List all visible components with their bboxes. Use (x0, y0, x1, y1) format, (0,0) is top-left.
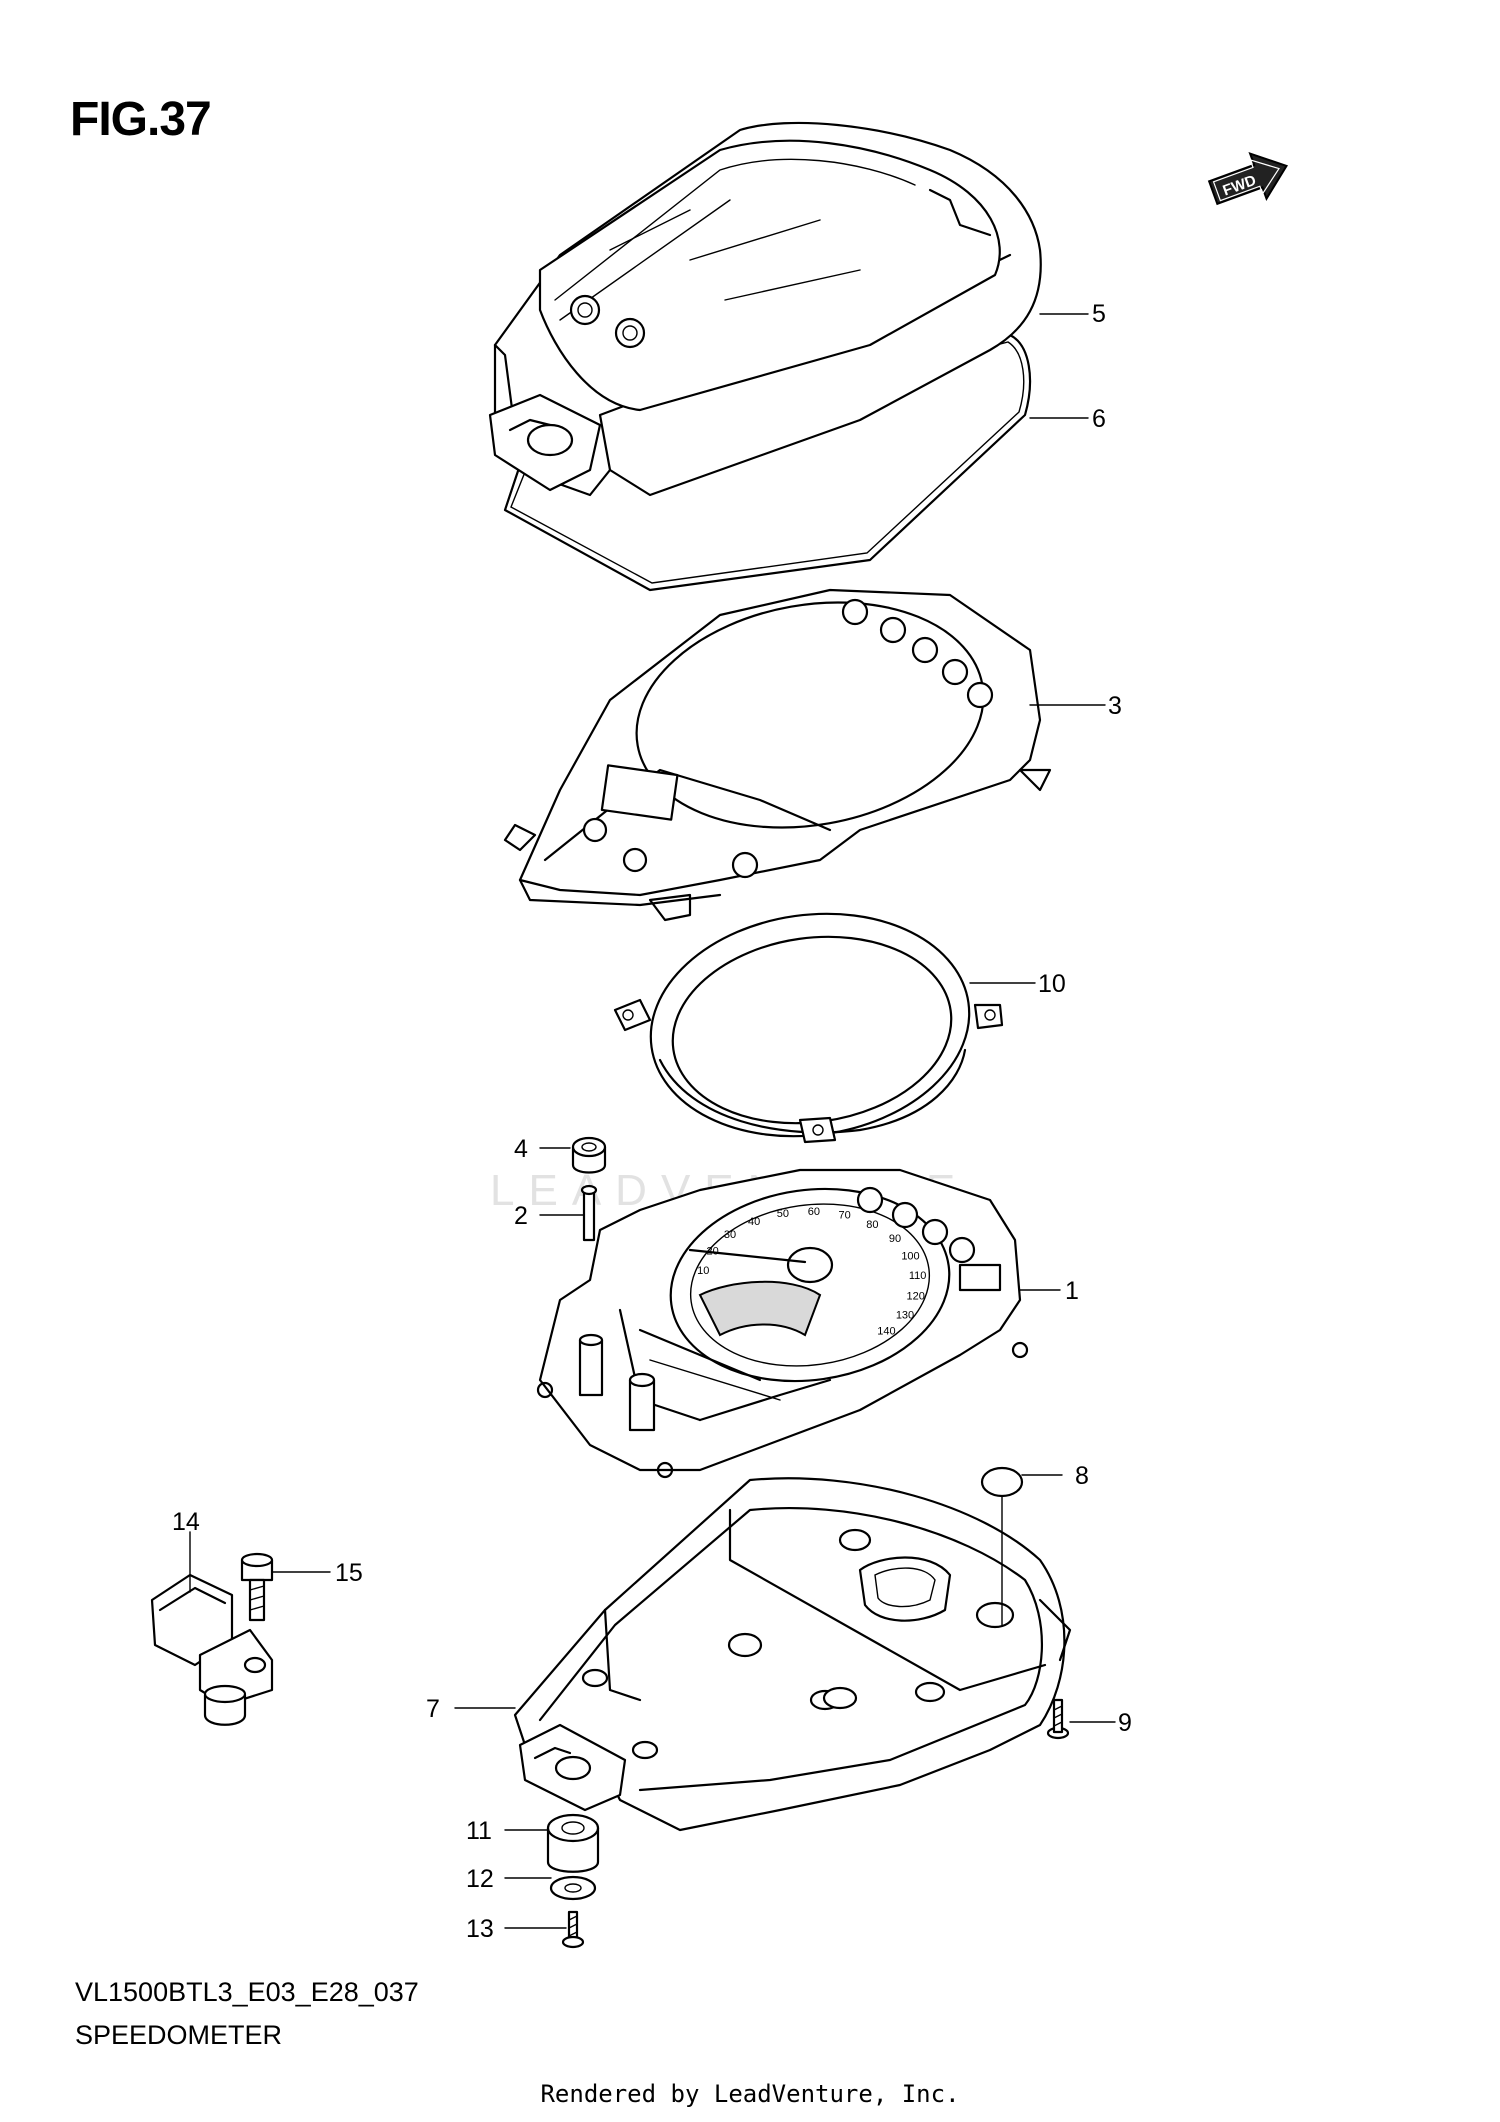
callout-8: 8 (1075, 1462, 1089, 1490)
leader-lines (189, 313, 1116, 1929)
callout-3: 3 (1108, 692, 1122, 720)
dial-tick-label: 120 (907, 1290, 925, 1302)
callout-9: 9 (1118, 1709, 1132, 1737)
callout-2: 2 (514, 1202, 528, 1230)
dial-tick-label: 140 (877, 1326, 895, 1338)
dial-tick-label: 60 (808, 1206, 820, 1218)
callout-6: 6 (1092, 405, 1106, 433)
dial-tick-label: 70 (838, 1210, 850, 1222)
part-2-pin (580, 1184, 598, 1242)
callout-12: 12 (466, 1865, 494, 1893)
part-13-screw (561, 1910, 585, 1949)
dial-tick-label: 110 (909, 1270, 927, 1282)
fwd-arrow-icon: FWD (1207, 151, 1289, 206)
dial-tick-label: 30 (724, 1229, 736, 1241)
part-7-lower-case (513, 1477, 1072, 1832)
part-10-dial-ring (613, 912, 1004, 1144)
callout-15: 15 (335, 1559, 363, 1587)
dial-tick-label: 10 (697, 1265, 709, 1277)
footer-credit: Rendered by LeadVenture, Inc. (540, 2080, 960, 2108)
part-12-washer (549, 1875, 597, 1901)
dial-tick-label: 40 (748, 1216, 760, 1228)
part-3-meter-case (503, 588, 1052, 922)
part-11-damper (546, 1813, 600, 1873)
dial-tick-label: 90 (889, 1233, 901, 1245)
part-9-screw (1046, 1698, 1070, 1740)
part-8-cap (980, 1466, 1024, 1498)
callout-7: 7 (426, 1695, 440, 1723)
dial-tick-label: 80 (866, 1219, 878, 1231)
callout-10: 10 (1038, 970, 1066, 998)
part-15-bolt (240, 1552, 274, 1622)
dial-tick-label: 50 (777, 1208, 789, 1220)
callout-13: 13 (466, 1915, 494, 1943)
part-14-speed-sensor (150, 1573, 274, 1726)
callout-11: 11 (466, 1817, 492, 1845)
diagram-subtitle: SPEEDOMETER (75, 2020, 283, 2050)
model-code: VL1500BTL3_E03_E28_037 (75, 1977, 419, 2007)
dial-tick-label: 130 (896, 1309, 914, 1321)
callout-5: 5 (1092, 300, 1106, 328)
part-5-meter-cover (488, 121, 1042, 497)
callout-1: 1 (1065, 1277, 1079, 1305)
callout-14: 14 (172, 1508, 200, 1536)
dial-tick-label: 100 (901, 1250, 919, 1262)
fig-title: FIG.37 (70, 93, 212, 146)
part-4-grommet (571, 1136, 607, 1174)
callout-4: 4 (514, 1135, 528, 1163)
part-6-gasket (503, 333, 1032, 592)
